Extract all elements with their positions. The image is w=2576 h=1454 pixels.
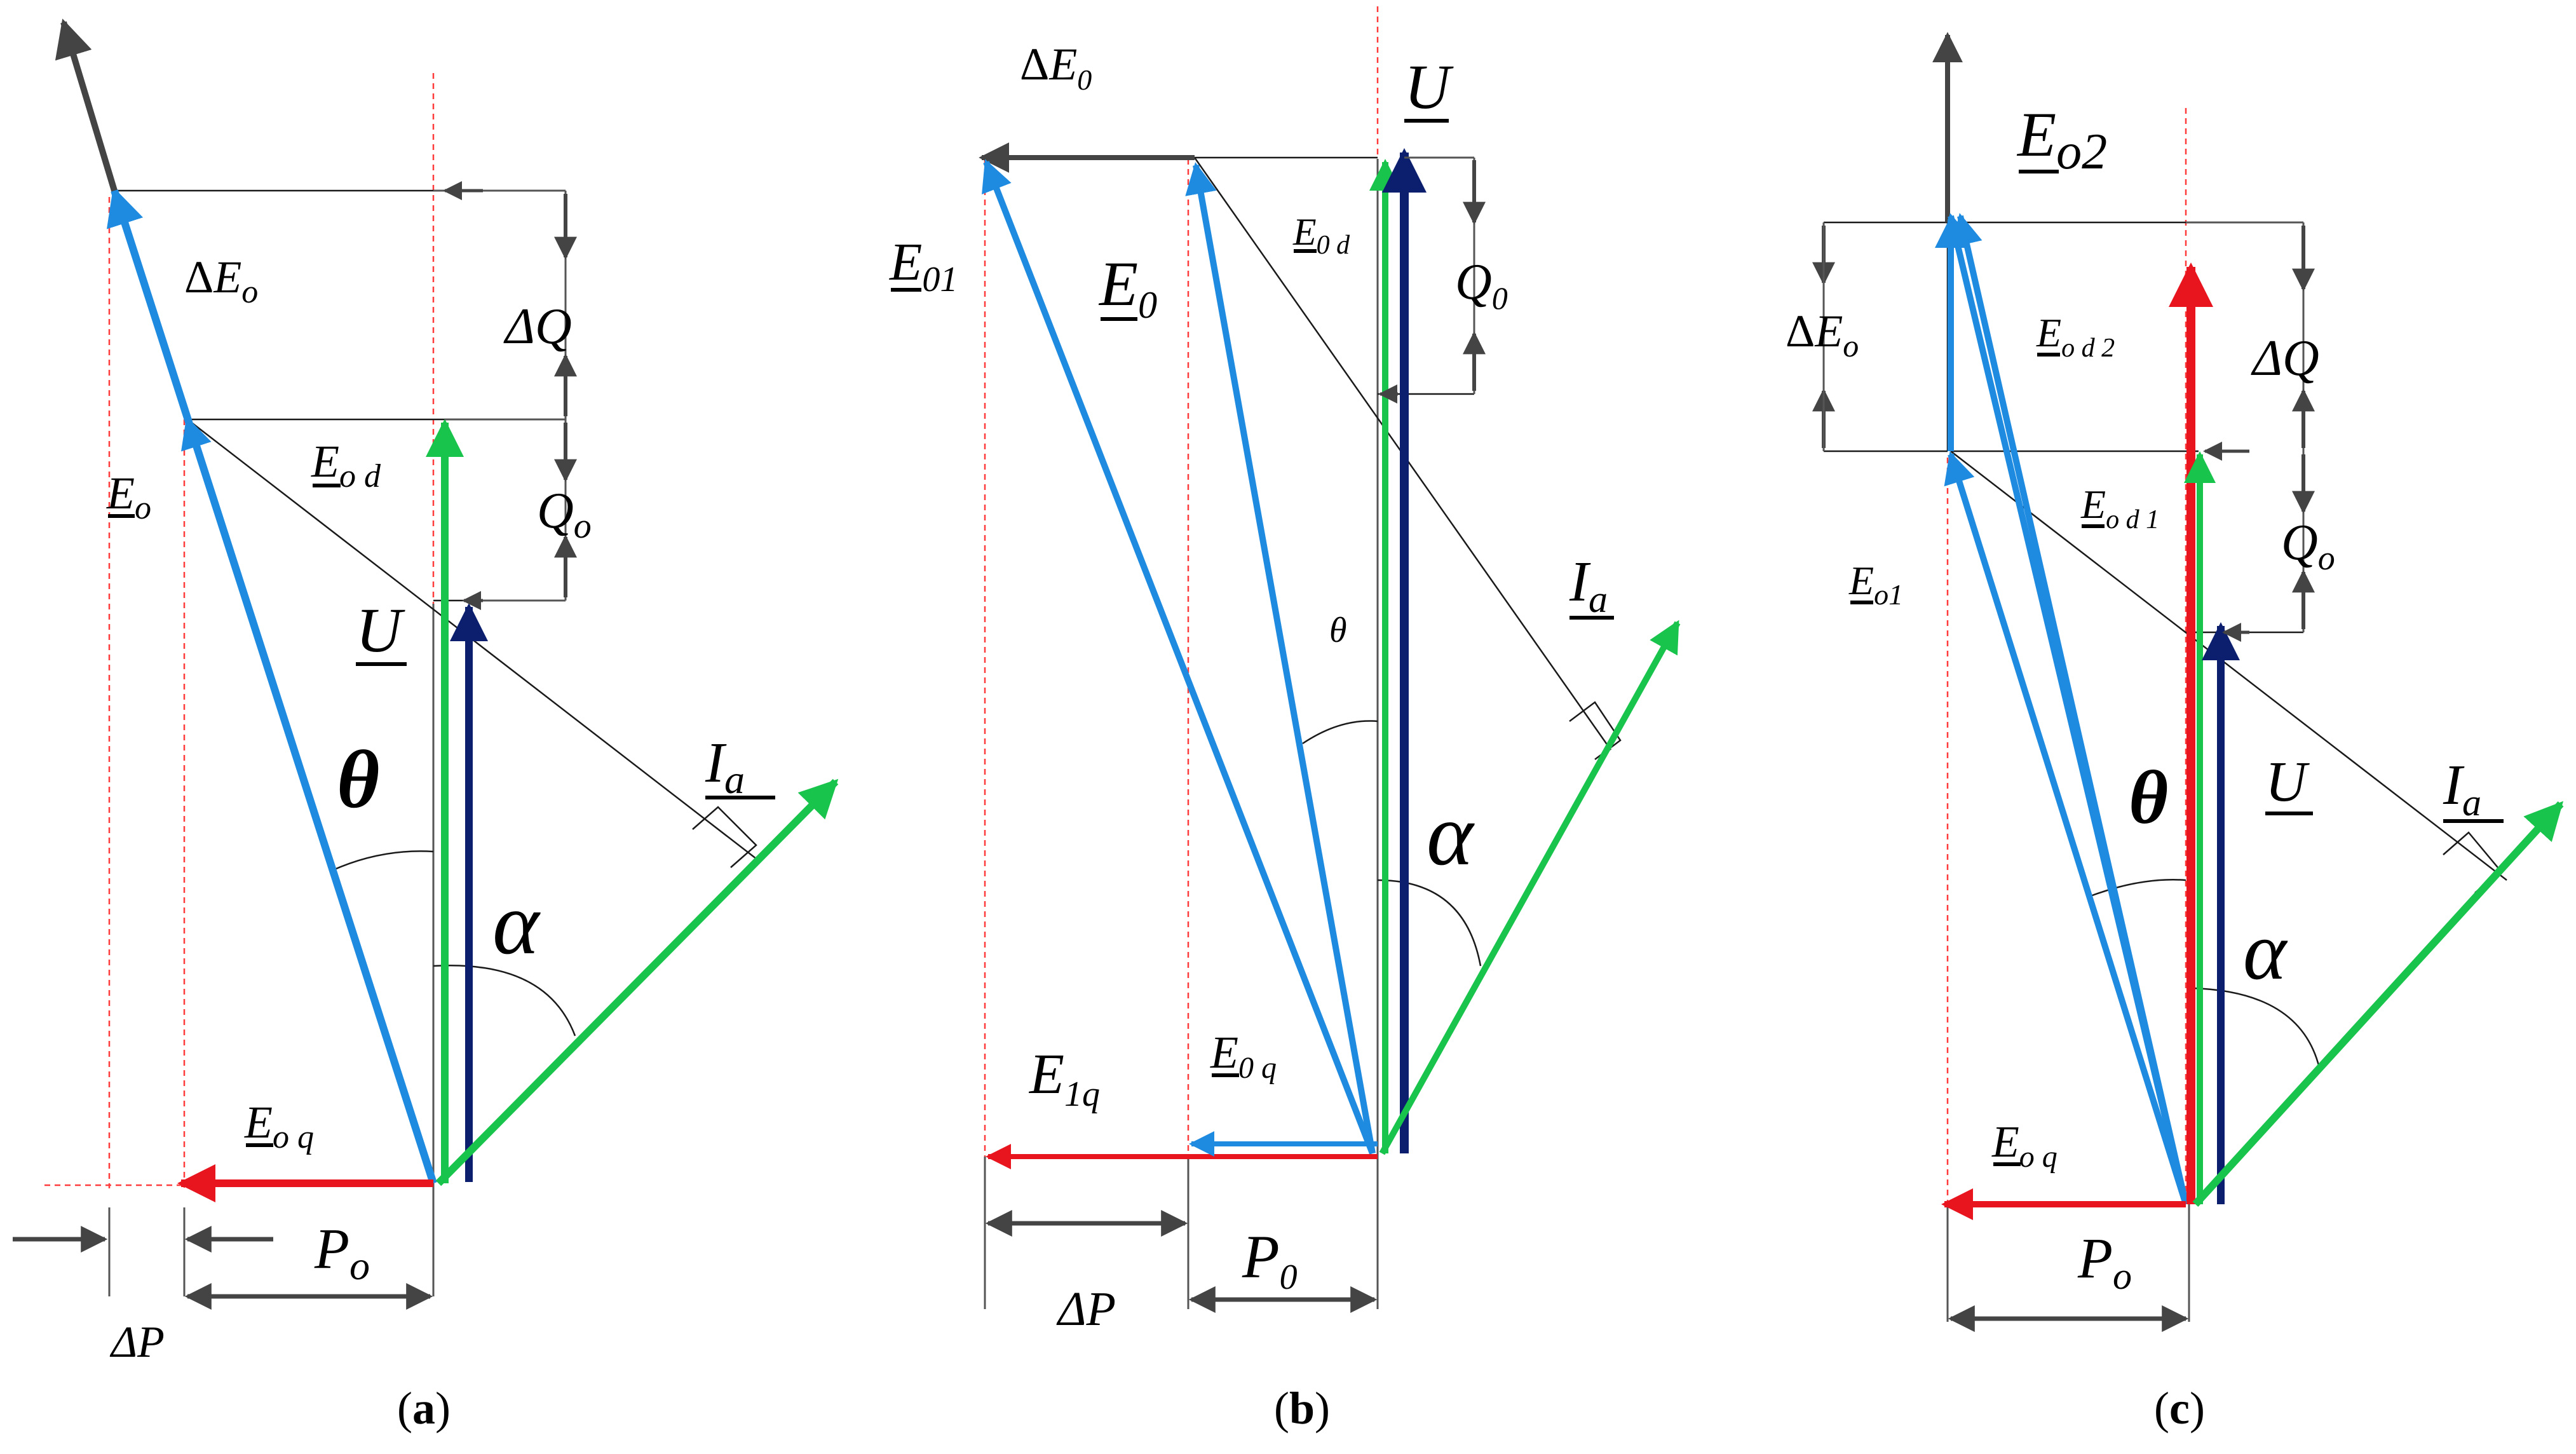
label-U: U [1404, 51, 1454, 122]
label-delta-E-o: ΔEo [1786, 306, 1859, 364]
label-E-od1: Eo d 1 [2080, 482, 2159, 534]
label-E-1q: E1q [1028, 1043, 1100, 1114]
theta-arc [1302, 720, 1378, 745]
delta-E-o-phasor [55, 18, 118, 192]
label-delta-Q: ΔQ [503, 299, 572, 355]
label-E-0q: E0 q [1210, 1027, 1277, 1085]
label-delta-P: ΔP [109, 1318, 165, 1367]
label-alpha: α [492, 874, 541, 973]
label-P-o: Po [2077, 1227, 2132, 1297]
label-P-o: Po [314, 1218, 370, 1288]
label-E-o: Eo [106, 468, 151, 526]
label-delta-P: ΔP [1056, 1282, 1116, 1336]
alpha-arc [433, 965, 576, 1036]
right-angle-marker [692, 806, 757, 868]
label-Q-0: Q0 [1455, 254, 1508, 316]
construction-line [187, 419, 760, 862]
E-o1-phasor [1944, 451, 2189, 1206]
label-I-a: Ia [2443, 754, 2481, 824]
label-alpha: α [1427, 785, 1475, 884]
label-E-01: E01 [889, 233, 958, 299]
label-delta-Q: ΔQ [2251, 330, 2319, 386]
alpha-arc [2192, 987, 2321, 1068]
label-Q-o: Qo [2281, 515, 2335, 577]
label-U: U [356, 595, 405, 665]
label-alpha: α [2243, 906, 2288, 997]
label-E-o2: Eo2 [2016, 99, 2107, 180]
label-I-a: Ia [705, 731, 745, 802]
label-U: U [2265, 751, 2310, 813]
E-0-phasor [1185, 162, 1376, 1154]
panel-c: Eo2 ΔEo Eo d 2 ΔQ Eo d 1 Qo Eo1 θ U Ia α… [1786, 32, 2564, 1434]
label-E-o1: Eo1 [1848, 558, 1903, 611]
label-Q-o: Qo [537, 483, 592, 546]
theta-arc [331, 850, 434, 872]
label-E-oq: Eo q [244, 1097, 314, 1155]
caption-b: (b) [1274, 1383, 1330, 1434]
E-o-base-phasor [180, 416, 437, 1185]
label-delta-E-0: ΔE0 [1020, 39, 1092, 96]
label-E-od2: Eo d 2 [2036, 310, 2115, 363]
I-a-phasor [2192, 801, 2564, 1207]
label-E-oq: Eo q [1991, 1118, 2057, 1174]
caption-a: (a) [397, 1383, 451, 1434]
label-E-0: E0 [1098, 248, 1157, 326]
panel-b: ΔE0 U E01 E0 E0 d Q0 Ia θ α E1q E0 q P0 … [889, 6, 1681, 1434]
label-theta: θ [1329, 611, 1347, 650]
E-o-mid-phasor [1951, 213, 2189, 1206]
I-a-phasor [435, 778, 839, 1186]
panel-a: Eo ΔEo Eo d ΔQ Qo U θ α Ia Eo q Po ΔP (a… [13, 18, 839, 1434]
construction-line [1950, 451, 2507, 881]
label-I-a: Ia [1569, 550, 1608, 620]
E-01-phasor [982, 159, 1376, 1155]
label-theta: θ [337, 734, 379, 826]
label-P-0: P0 [1242, 1223, 1298, 1297]
right-angle-marker [1569, 701, 1622, 760]
theta-arc [2090, 879, 2186, 897]
label-E-0d: E0 d [1292, 211, 1350, 260]
label-E-od: Eo d [311, 436, 381, 494]
I-a-phasor [1379, 620, 1681, 1155]
label-delta-E-o: ΔEo [184, 252, 258, 310]
label-theta: θ [2129, 755, 2168, 839]
alpha-arc [1377, 879, 1482, 967]
caption-c: (c) [2154, 1383, 2205, 1434]
